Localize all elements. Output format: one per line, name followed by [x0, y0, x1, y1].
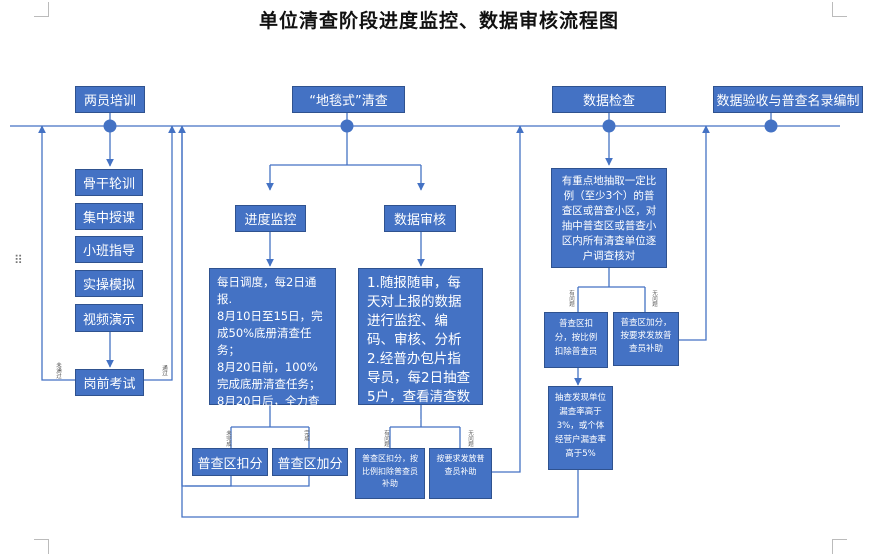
inspect-no-problem-label: 无问题: [651, 290, 657, 307]
review-deduct-box: 普查区扣分，按比例扣除普查员补助: [355, 448, 425, 499]
review-label-box: 数据审核: [384, 205, 456, 232]
review-detail: 1.随报随审，每天对上报的数据进行监控、编码、审核、分析 2.经普办包片指导员，…: [358, 268, 483, 424]
review-no-problem-label: 无问题: [467, 430, 473, 447]
progress-done-label: 完成: [303, 430, 309, 441]
drag-handle-icon[interactable]: ⠿: [14, 253, 23, 267]
node-training: [103, 119, 117, 133]
training-item: 实操模拟: [75, 270, 143, 297]
inspect-rule-box: 抽查发现单位漏查率高于3%，或个体经营户漏查率高于5%: [548, 386, 613, 470]
progress-deduct-box: 普查区扣分: [192, 448, 268, 476]
corner-mark: [34, 539, 49, 554]
exam-pass-label: 通过: [161, 365, 167, 376]
page-title: 单位清查阶段进度监控、数据审核流程图: [258, 10, 619, 32]
stage-training: 两员培训: [75, 86, 145, 113]
progress-detail: 每日调度，每2日通报. 8月10日至15日，完成50%底册清查任务； 8月20日…: [209, 268, 336, 425]
stage-accept: 数据验收与普查名录编制: [713, 86, 863, 113]
training-item: 小班指导: [75, 236, 143, 263]
progress-not-done-label: 未完成: [225, 430, 231, 447]
training-item: 视频演示: [75, 304, 143, 332]
training-item: 骨干轮训: [75, 169, 143, 196]
exam-box: 岗前考试: [75, 369, 144, 396]
inspect-has-problem-label: 有问题: [568, 290, 574, 307]
inspect-deduct-box: 普查区扣分，按比例扣除普查员: [544, 312, 608, 368]
stage-census: “地毯式”清查: [292, 86, 405, 113]
node-accept: [764, 119, 778, 133]
inspect-add-box: 普查区加分，按要求发放普查员补助: [613, 312, 679, 366]
review-has-problem-label: 有问题: [383, 430, 389, 447]
progress-add-box: 普查区加分: [272, 448, 348, 476]
stage-check: 数据检查: [552, 86, 666, 113]
node-check: [602, 119, 616, 133]
review-reward-box: 按要求发放普查员补助: [429, 448, 492, 499]
corner-mark: [832, 539, 847, 554]
inspect-detail: 有重点地抽取一定比例（至少3个）的普查区或普查小区，对抽中普查区或普查小区内所有…: [551, 168, 667, 268]
corner-mark: [34, 2, 49, 17]
node-census: [340, 119, 354, 133]
progress-label-box: 进度监控: [235, 205, 306, 232]
corner-mark: [832, 2, 847, 17]
training-item: 集中授课: [75, 203, 143, 230]
exam-fail-label: 未通过: [55, 362, 61, 379]
